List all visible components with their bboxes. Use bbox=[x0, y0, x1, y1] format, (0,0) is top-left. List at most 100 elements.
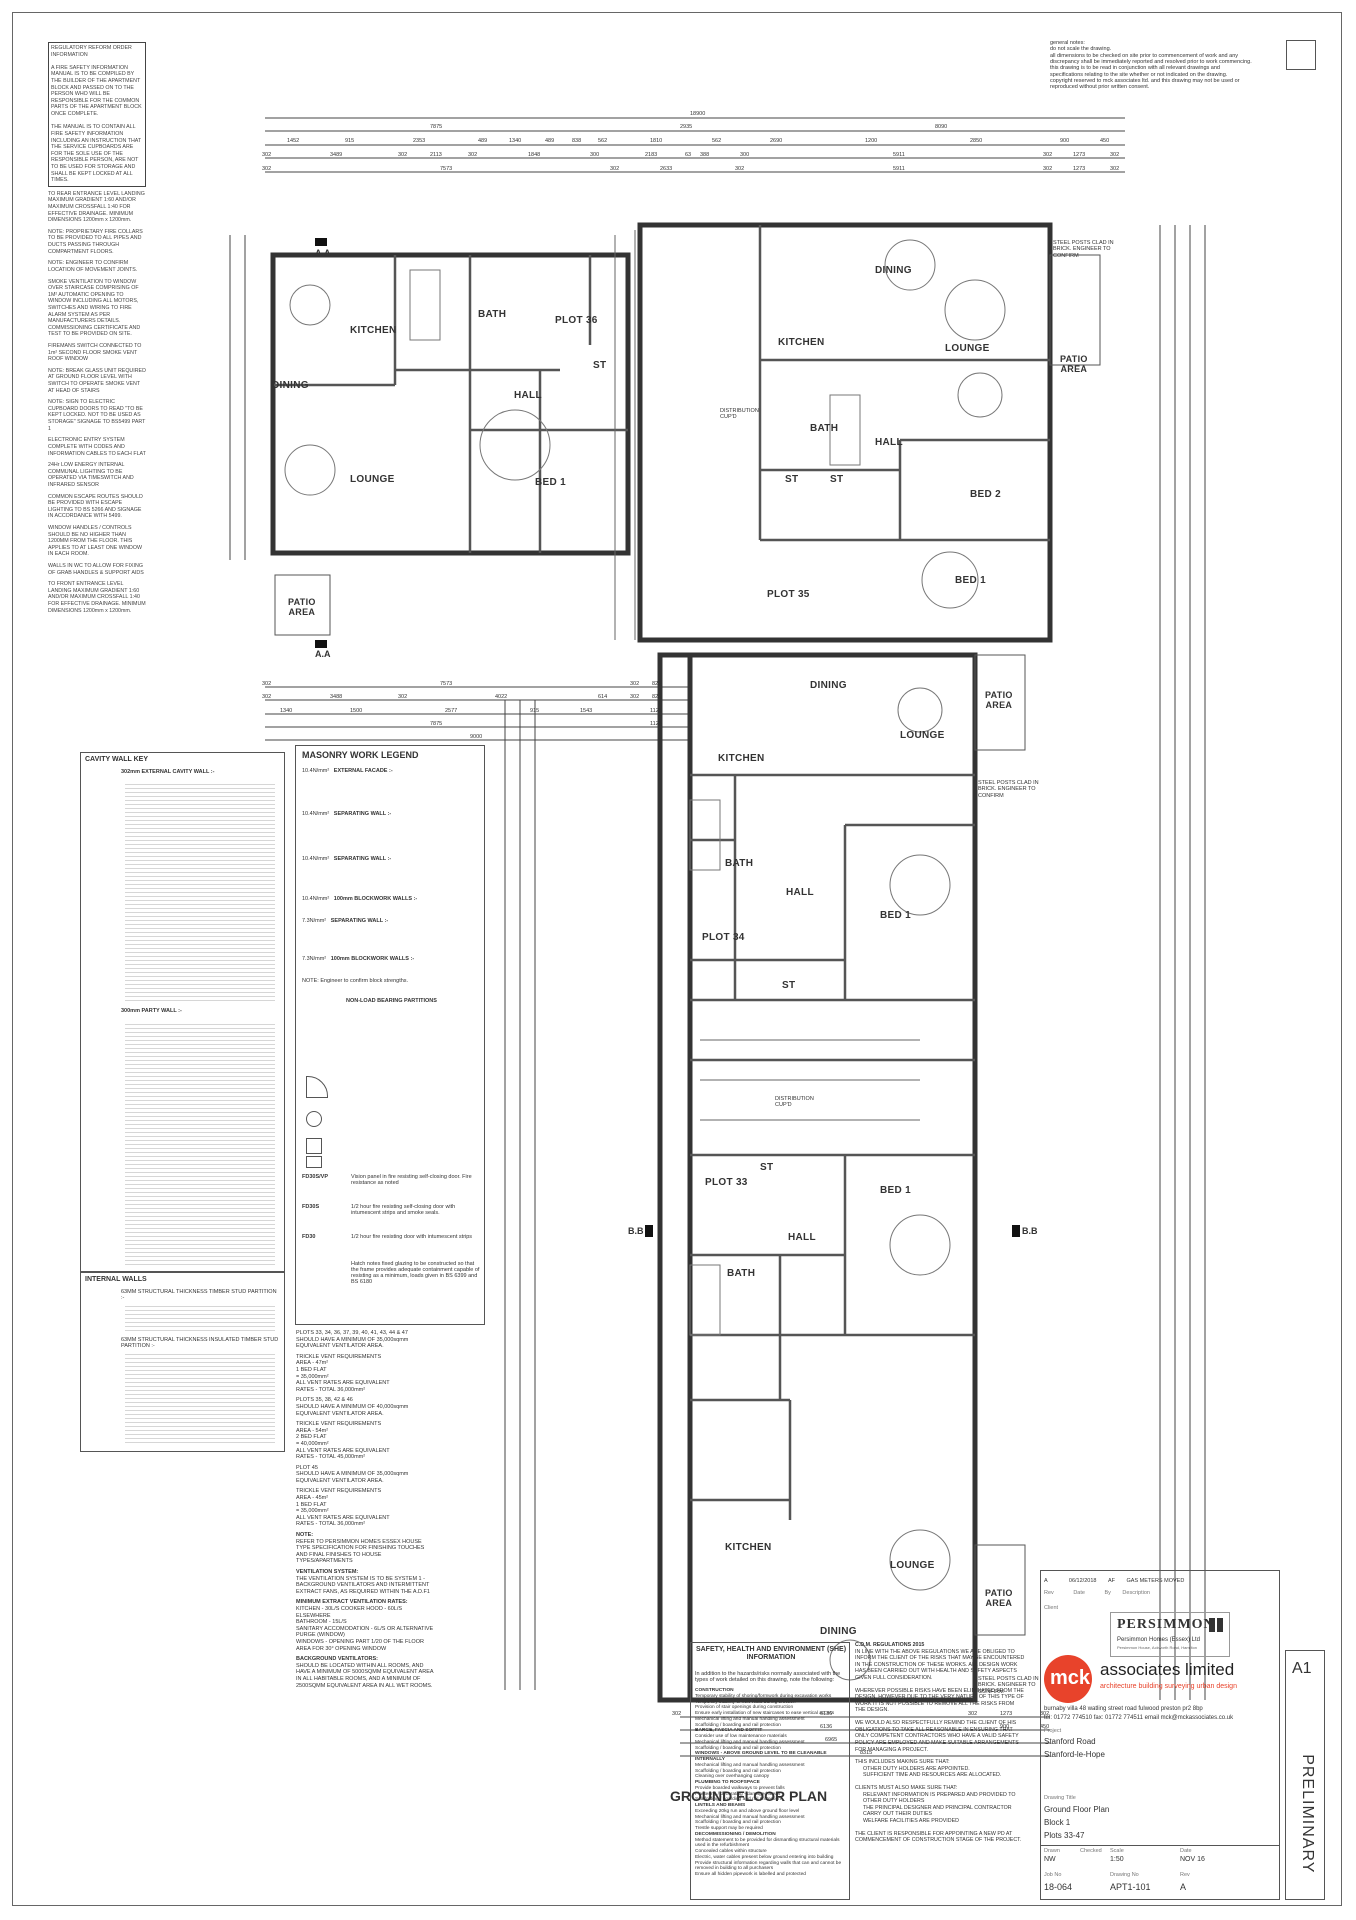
vent-line: = 40,000mm² bbox=[296, 1440, 329, 1447]
vent-line: = 35,000mm² bbox=[296, 1508, 329, 1515]
note: NOTE: ENGINEER TO CONFIRM LOCATION OF MO… bbox=[48, 260, 138, 273]
dim: 562 bbox=[712, 138, 722, 144]
meta-label: Drawn bbox=[1044, 1848, 1060, 1854]
she-box: SAFETY, HEALTH AND ENVIRONMENT (SHE) INF… bbox=[690, 1642, 850, 1900]
vent-line: AREA - 54m² bbox=[296, 1427, 329, 1434]
room-lounge: LOUNGE bbox=[900, 730, 945, 741]
room-bath: BATH bbox=[810, 423, 839, 434]
dim: 489 bbox=[478, 138, 488, 144]
general-notes-title: general notes: bbox=[1050, 40, 1085, 46]
she-item: Consider use of low maintenance material… bbox=[695, 1734, 787, 1739]
room-hall: HALL bbox=[786, 887, 814, 898]
she-item: Trestle support may be required bbox=[695, 1826, 763, 1831]
she-item: WINDOWS - ABOVE GROUND LEVEL TO BE CLEAN… bbox=[695, 1751, 827, 1762]
vent-line: RATES - TOTAL 36,000mm² bbox=[296, 1521, 366, 1528]
cdm-block: C.D.M. REGULATIONS 2015 IN LINE WITH THE… bbox=[855, 1642, 1025, 1844]
dim: 2183 bbox=[645, 152, 658, 158]
meta-dwg: APT1-101 bbox=[1110, 1882, 1151, 1892]
legend-key: SEPARATING WALL :- bbox=[330, 918, 389, 924]
internal-walls-title: INTERNAL WALLS bbox=[85, 1276, 147, 1283]
she-item: Scaffolding / boarding and rail protecti… bbox=[695, 1745, 781, 1751]
dim: 823 bbox=[652, 681, 662, 687]
vent-line: SHOULD BE LOCATED WITHIN ALL ROOMS, AND … bbox=[296, 1662, 434, 1689]
drawing-sheet bbox=[12, 12, 1342, 1906]
she-item: LINTELS AND BEAMS bbox=[695, 1803, 746, 1808]
rev-by: AF bbox=[1107, 1578, 1115, 1584]
dim: 450 bbox=[1100, 138, 1110, 144]
note: ELECTRONIC ENTRY SYSTEM COMPLETE WITH CO… bbox=[48, 437, 146, 457]
persimmon-logo: PERSIMMON Persimmon Homes (Essex) Ltd Pe… bbox=[1110, 1612, 1230, 1657]
she-item: Concealed cables within structure bbox=[695, 1849, 767, 1854]
door-symbol-icon bbox=[306, 1076, 328, 1098]
dim: 823 bbox=[652, 694, 662, 700]
cdm-bullet: RELEVANT INFORMATION IS PREPARED AND PRO… bbox=[863, 1791, 1016, 1805]
room-bed: BED 2 bbox=[970, 489, 1001, 500]
note: TO FRONT ENTRANCE LEVEL LANDING MAXIMUM … bbox=[48, 581, 146, 614]
partitions-title: NON-LOAD BEARING PARTITIONS bbox=[346, 998, 437, 1004]
dim: 302 bbox=[1040, 1711, 1050, 1717]
she-item: Mechanical lifting and manual handling a… bbox=[695, 1739, 805, 1745]
dim: 1200 bbox=[865, 138, 878, 144]
dim: 900 bbox=[1060, 138, 1070, 144]
plot-label: PLOT 33 bbox=[705, 1177, 748, 1188]
she-item: Provide boarded walkways to prevent fall… bbox=[695, 1785, 785, 1791]
she-item: Cleaning over overhanging canopy bbox=[695, 1774, 770, 1780]
legend-key: SEPARATING WALL :- bbox=[333, 856, 392, 862]
spec-text-block bbox=[125, 1303, 275, 1333]
revision-row: A 06/12/2018 AF GAS METERS MOVED bbox=[1044, 1578, 1276, 1584]
she-item: Temporary stability of shoring/formwork … bbox=[695, 1693, 832, 1699]
she-item: Scaffolding / boarding and rail protecti… bbox=[695, 1722, 781, 1728]
dim: 302 bbox=[735, 166, 745, 172]
dim: 2935 bbox=[680, 124, 693, 130]
rev-head: Rev bbox=[1044, 1590, 1054, 1596]
vent-line: TRICKLE VENT REQUIREMENTS bbox=[296, 1353, 382, 1360]
vent-line: MINIMUM EXTRACT VENTILATION RATES: bbox=[296, 1599, 408, 1606]
persimmon-sub: Persimmon Homes (Essex) Ltd bbox=[1117, 1637, 1201, 1643]
dim: 838 bbox=[572, 138, 582, 144]
symbol-code: FD30S bbox=[302, 1204, 320, 1210]
she-item: Ensure all hidden pipework is labelled a… bbox=[695, 1872, 806, 1877]
persimmon-addr: Persimmon House, Ackworth Road, Hamilton bbox=[1117, 1645, 1198, 1650]
room-bath: BATH bbox=[478, 309, 507, 320]
room-kitchen: KITCHEN bbox=[778, 337, 825, 348]
room-bed: BED 1 bbox=[880, 1185, 911, 1196]
smoke-detector-icon bbox=[306, 1111, 322, 1127]
cdm-p: CLIENTS MUST ALSO MAKE SURE THAT: bbox=[855, 1784, 958, 1791]
dim: 302 bbox=[610, 166, 620, 172]
vent-line: = 35,000mm² bbox=[296, 1373, 329, 1380]
dim: 1125 bbox=[650, 721, 662, 727]
dim: 2577 bbox=[445, 708, 458, 714]
dim: 302 bbox=[262, 694, 272, 700]
she-title: SAFETY, HEALTH AND ENVIRONMENT (SHE) INF… bbox=[695, 1646, 847, 1662]
dim: 1273 bbox=[1073, 166, 1086, 172]
dim: 2850 bbox=[970, 138, 983, 144]
dim: 1452 bbox=[287, 138, 300, 144]
dim: 6136 bbox=[820, 1711, 833, 1717]
vent-line: SANITARY ACCOMODATION - 6L/S OR ALTERNAT… bbox=[296, 1625, 434, 1639]
symbol-text: Vision panel in fire resisting self-clos… bbox=[351, 1174, 472, 1186]
legend-row: 10.4N/mm² EXTERNAL FACADE :- bbox=[302, 768, 393, 774]
symbol-text: 1/2 hour fire resisting door with intume… bbox=[351, 1234, 473, 1240]
general-notes-line: discrepancy shall be immediately reporte… bbox=[1050, 58, 1252, 65]
drawing-title: GROUND FLOOR PLAN bbox=[670, 1788, 828, 1804]
room-bath: BATH bbox=[727, 1268, 756, 1279]
dim: 1125 bbox=[650, 708, 662, 714]
drawing-line1: Ground Floor Plan bbox=[1044, 1805, 1110, 1814]
legend-key: 100mm BLOCKWORK WALLS :- bbox=[333, 896, 418, 902]
vent-line: PLOTS 35, 38, 42 & 46 bbox=[296, 1397, 353, 1404]
dim: 1543 bbox=[580, 708, 593, 714]
internal-walls-key: INTERNAL WALLS 63MM STRUCTURAL THICKNESS… bbox=[80, 1272, 285, 1452]
meta-label: Date bbox=[1180, 1848, 1192, 1854]
room-bath: BATH bbox=[725, 858, 754, 869]
note: SMOKE VENTILATION TO WINDOW OVER STAIRCA… bbox=[48, 278, 141, 338]
room-kitchen: KITCHEN bbox=[350, 325, 397, 336]
vent-line: NOTE: bbox=[296, 1532, 314, 1539]
room-store: ST bbox=[782, 980, 796, 991]
dim: 2353 bbox=[413, 138, 426, 144]
plot-label: PLOT 36 bbox=[555, 315, 598, 326]
vent-line: ALL VENT RATES ARE EQUIVALENT bbox=[296, 1514, 390, 1521]
she-items: CONSTRUCTION Temporary stability of shor… bbox=[695, 1688, 847, 1878]
she-item: Provide structural information regarding… bbox=[695, 1860, 842, 1872]
side-strip bbox=[1285, 1650, 1325, 1900]
vent-line: TRICKLE VENT REQUIREMENTS bbox=[296, 1421, 382, 1428]
